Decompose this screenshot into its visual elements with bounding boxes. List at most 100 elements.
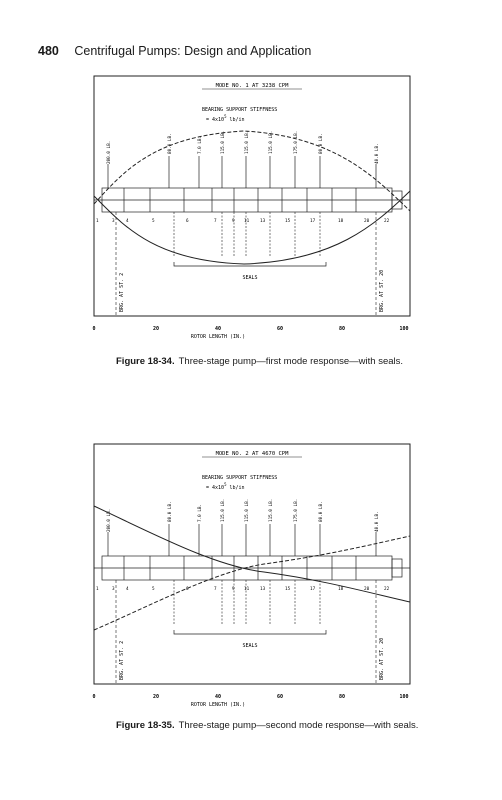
bearing-left-label: BRG. AT ST. 2 [119, 273, 125, 312]
stiffness-value: = 4x105 lb/in [206, 482, 245, 491]
weight-label: 40.0 LB. [374, 143, 380, 164]
station-number: 22 [384, 586, 390, 592]
x-tick: 0 [92, 326, 95, 332]
x-axis-ticks: 0 20 40 60 80 100 [92, 326, 408, 332]
seals-label: SEALS [242, 275, 257, 281]
weight-label: 115.0 LB. [220, 131, 226, 154]
station-number: 18 [338, 218, 344, 224]
station-number: 6 [186, 218, 189, 224]
weight-arrows [107, 156, 377, 188]
mode-title: MODE NO. 1 AT 3238 CPM [216, 83, 290, 89]
figure-18-34: MODE NO. 1 AT 3238 CPM BEARING SUPPORT S… [92, 75, 411, 348]
weight-label: 175.0 LB. [293, 499, 299, 522]
stiffness-label: BEARING SUPPORT STIFFNESS [202, 475, 277, 481]
station-number: 18 [338, 586, 344, 592]
mode-shape-upper [93, 130, 411, 212]
x-tick: 0 [92, 694, 95, 700]
mode-shape-plot-2: MODE NO. 2 AT 4670 CPM BEARING SUPPORT S… [92, 443, 411, 708]
seals-label: SEALS [242, 643, 257, 649]
weight-label: 80.0 LB. [318, 133, 324, 154]
x-axis-ticks: 0 20 40 60 80 100 [92, 694, 408, 700]
rotor-shaft [94, 187, 410, 213]
x-tick: 100 [399, 694, 408, 700]
weight-arrows [107, 524, 377, 556]
station-number: 11 [244, 586, 250, 592]
weight-label: 80.0 LB. [167, 501, 173, 522]
station-numbers: 1 3 4 5 6 7 9 11 13 15 17 18 20 22 [96, 586, 390, 592]
mode-shape-descending [93, 505, 411, 603]
figure-18-35: MODE NO. 2 AT 4670 CPM BEARING SUPPORT S… [92, 443, 411, 716]
weight-label: 115.0 LB. [244, 499, 250, 522]
station-number: 4 [126, 586, 129, 592]
station-number: 3 [112, 586, 115, 592]
bearing-right-label: BRG. AT ST. 20 [379, 638, 385, 680]
x-tick: 60 [277, 326, 283, 332]
station-number: 13 [260, 586, 266, 592]
weight-label: 115.0 LB. [268, 131, 274, 154]
mode-shape-plot-1: MODE NO. 1 AT 3238 CPM BEARING SUPPORT S… [92, 75, 411, 340]
weight-label: 115.0 LB. [220, 499, 226, 522]
x-tick: 80 [339, 326, 345, 332]
figure-caption-18-35: Figure 18-35.Three-stage pump—second mod… [116, 720, 419, 731]
mode-title: MODE NO. 2 AT 4670 CPM [216, 451, 290, 457]
station-number: 1 [96, 586, 99, 592]
weight-labels: 200.0 LB. 80.0 LB. 7.0 LB. 115.0 LB. 115… [106, 131, 380, 164]
x-tick: 20 [153, 326, 159, 332]
figure-caption-18-34: Figure 18-34.Three-stage pump—first mode… [116, 356, 404, 367]
x-tick: 80 [339, 694, 345, 700]
weight-label: 115.0 LB. [268, 499, 274, 522]
x-tick: 40 [215, 326, 221, 332]
weight-label: 80.0 LB. [318, 501, 324, 522]
weight-label: 115.0 LB. [244, 131, 250, 154]
seals-bracket [173, 630, 327, 635]
seal-markers [173, 580, 321, 624]
station-number: 11 [244, 218, 250, 224]
bearing-left-label: BRG. AT ST. 2 [119, 641, 125, 680]
station-number: 5 [152, 218, 155, 224]
plot-frame [93, 443, 411, 685]
weight-label: 40.0 LB. [374, 511, 380, 532]
weight-label: 7.0 LB. [197, 504, 203, 522]
station-numbers: 1 3 4 5 6 7 9 11 13 15 17 18 20 22 [96, 218, 390, 224]
stiffness-value: = 4x105 lb/in [206, 114, 245, 123]
station-number: 9 [232, 218, 235, 224]
running-title: Centrifugal Pumps: Design and Applicatio… [74, 44, 312, 58]
x-tick: 20 [153, 694, 159, 700]
station-number: 7 [214, 218, 217, 224]
station-number: 20 [364, 218, 370, 224]
seal-markers [173, 212, 321, 256]
weight-label: 200.0 LB. [106, 141, 112, 164]
station-number: 17 [310, 218, 316, 224]
station-number: 22 [384, 218, 390, 224]
station-number: 9 [232, 586, 235, 592]
station-number: 13 [260, 218, 266, 224]
seals-bracket [173, 262, 327, 267]
station-number: 20 [364, 586, 370, 592]
weight-label: 7.0 LB. [197, 136, 203, 154]
station-number: 4 [126, 218, 129, 224]
page-number: 480 [38, 44, 59, 58]
x-axis-label: ROTOR LENGTH (IN.) [191, 702, 245, 708]
station-number: 6 [186, 586, 189, 592]
station-number: 7 [214, 586, 217, 592]
bearing-right-label: BRG. AT ST. 20 [379, 270, 385, 312]
weight-label: 80.0 LB. [167, 133, 173, 154]
station-number: 17 [310, 586, 316, 592]
x-axis-label: ROTOR LENGTH (IN.) [191, 334, 245, 340]
x-tick: 60 [277, 694, 283, 700]
running-header: 480 Centrifugal Pumps: Design and Applic… [38, 44, 311, 58]
weight-label: 175.0 LB. [293, 131, 299, 154]
station-number: 1 [96, 218, 99, 224]
x-tick: 40 [215, 694, 221, 700]
mode-shape-ascending [93, 535, 411, 631]
station-number: 3 [112, 218, 115, 224]
weight-label: 200.0 LB. [106, 509, 112, 532]
station-number: 5 [152, 586, 155, 592]
station-number: 15 [285, 218, 291, 224]
x-tick: 100 [399, 326, 408, 332]
stiffness-label: BEARING SUPPORT STIFFNESS [202, 107, 277, 113]
rotor-shaft [94, 555, 410, 581]
station-number: 15 [285, 586, 291, 592]
weight-labels: 200.0 LB. 80.0 LB. 7.0 LB. 115.0 LB. 115… [106, 499, 380, 532]
mode-shape-lower [93, 190, 411, 265]
